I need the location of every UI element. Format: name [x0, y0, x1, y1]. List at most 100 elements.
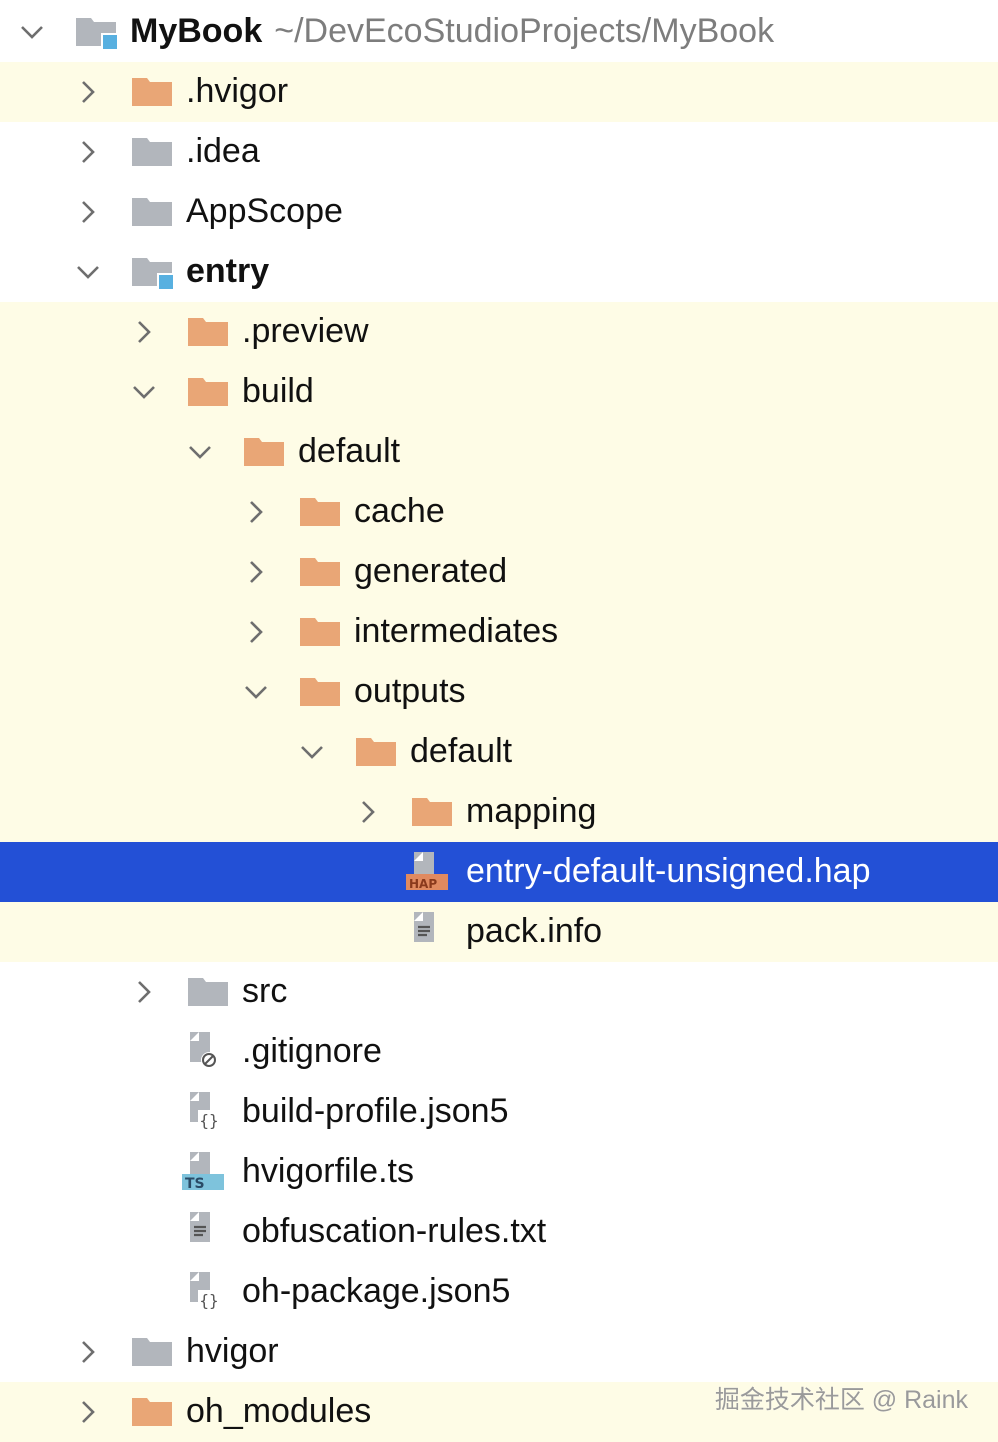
tree-item-label: entry — [186, 251, 269, 291]
item-name: .idea — [186, 132, 260, 170]
chevron-right-icon[interactable] — [130, 318, 158, 346]
tree-item-label: entry-default-unsigned.hap — [466, 851, 871, 891]
tree-row[interactable]: intermediates — [0, 602, 998, 662]
chevron-right-icon[interactable] — [74, 138, 102, 166]
item-name: build-profile.json5 — [242, 1092, 509, 1130]
excluded-folder-icon — [298, 554, 344, 590]
tree-row[interactable]: obfuscation-rules.txt — [0, 1202, 998, 1262]
item-name: .hvigor — [186, 72, 289, 110]
chevron-right-icon[interactable] — [74, 1398, 102, 1426]
item-name: build — [242, 372, 314, 410]
chevron-down-icon[interactable] — [298, 738, 326, 766]
tree-item-label: .hvigor — [186, 71, 288, 111]
chevron-down-icon[interactable] — [186, 438, 214, 466]
excluded-folder-icon — [186, 314, 232, 350]
item-name: intermediates — [354, 612, 559, 650]
item-name: generated — [354, 552, 508, 590]
item-name: hvigorfile.ts — [242, 1152, 414, 1190]
item-name: outputs — [354, 672, 466, 710]
json-file-icon: {} — [180, 1090, 226, 1130]
chevron-down-icon[interactable] — [130, 378, 158, 406]
tree-row[interactable]: MyBook~/DevEcoStudioProjects/MyBook — [0, 2, 998, 62]
excluded-folder-icon — [410, 794, 456, 830]
tree-row[interactable]: hvigor — [0, 1322, 998, 1382]
excluded-folder-icon — [298, 494, 344, 530]
item-name: oh_modules — [186, 1392, 372, 1430]
svg-text:TS: TS — [185, 1176, 205, 1190]
folder-icon — [186, 974, 232, 1010]
chevron-right-icon[interactable] — [354, 798, 382, 826]
tree-row[interactable]: entry — [0, 242, 998, 302]
excluded-folder-icon — [130, 74, 176, 110]
json-file-icon: {} — [180, 1270, 226, 1310]
folder-icon — [130, 134, 176, 170]
tree-row[interactable]: mapping — [0, 782, 998, 842]
tree-item-label: src — [242, 971, 287, 1011]
tree-row[interactable]: .preview — [0, 302, 998, 362]
tree-item-label: build — [242, 371, 314, 411]
excluded-folder-icon — [242, 434, 288, 470]
module-folder-icon — [130, 254, 176, 291]
svg-text:{}: {} — [199, 1291, 218, 1310]
tree-item-label: oh-package.json5 — [242, 1271, 510, 1311]
item-name: entry-default-unsigned.hap — [466, 852, 871, 890]
tree-item-label: .gitignore — [242, 1031, 382, 1071]
tree-row[interactable]: .gitignore — [0, 1022, 998, 1082]
tree-row[interactable]: generated — [0, 542, 998, 602]
tree-row[interactable]: .hvigor — [0, 62, 998, 122]
text-file-icon — [180, 1210, 226, 1246]
chevron-right-icon[interactable] — [242, 618, 270, 646]
chevron-right-icon[interactable] — [242, 558, 270, 586]
chevron-down-icon[interactable] — [18, 18, 46, 46]
chevron-right-icon[interactable] — [130, 978, 158, 1006]
chevron-right-icon[interactable] — [74, 198, 102, 226]
chevron-right-icon[interactable] — [74, 78, 102, 106]
chevron-right-icon[interactable] — [242, 498, 270, 526]
watermark: 掘金技术社区 @ Raink — [714, 1386, 968, 1414]
tree-row[interactable]: TS hvigorfile.ts — [0, 1142, 998, 1202]
tree-item-label: default — [410, 731, 512, 771]
item-name: pack.info — [466, 912, 603, 950]
ignore-file-icon — [180, 1030, 226, 1068]
chevron-right-icon[interactable] — [74, 1338, 102, 1366]
tree-row[interactable]: build — [0, 362, 998, 422]
module-folder-icon — [74, 14, 120, 51]
tree-row[interactable]: default — [0, 422, 998, 482]
tree-row[interactable]: oh_modules — [0, 1382, 998, 1442]
tree-item-label: hvigor — [186, 1331, 279, 1371]
item-name: default — [410, 732, 513, 770]
item-name: entry — [186, 252, 270, 290]
tree-row[interactable]: outputs — [0, 662, 998, 722]
item-name: AppScope — [186, 192, 343, 230]
tree-row[interactable]: {} build-profile.json5 — [0, 1082, 998, 1142]
item-name: cache — [354, 492, 445, 530]
tree-row[interactable]: .idea — [0, 122, 998, 182]
item-name: MyBook — [130, 12, 263, 50]
tree-item-label: cache — [354, 491, 445, 531]
excluded-folder-icon — [298, 614, 344, 650]
tree-item-label: intermediates — [354, 611, 558, 651]
item-name: src — [242, 972, 288, 1010]
folder-icon — [130, 194, 176, 230]
tree-item-label: .preview — [242, 311, 369, 351]
chevron-down-icon[interactable] — [74, 258, 102, 286]
item-name: oh-package.json5 — [242, 1272, 511, 1310]
tree-item-label: outputs — [354, 671, 466, 711]
tree-item-label: oh_modules — [186, 1391, 371, 1431]
tree-item-label: pack.info — [466, 911, 602, 951]
item-name: .gitignore — [242, 1032, 382, 1070]
tree-row[interactable]: src — [0, 962, 998, 1022]
tree-item-label: generated — [354, 551, 507, 591]
tree-row[interactable]: AppScope — [0, 182, 998, 242]
tree-row[interactable]: pack.info — [0, 902, 998, 962]
excluded-folder-icon — [354, 734, 400, 770]
item-name: .preview — [242, 312, 369, 350]
ts-file-icon: TS — [180, 1150, 226, 1192]
tree-row[interactable]: default — [0, 722, 998, 782]
chevron-down-icon[interactable] — [242, 678, 270, 706]
tree-row[interactable]: cache — [0, 482, 998, 542]
tree-row[interactable]: {} oh-package.json5 — [0, 1262, 998, 1322]
text-file-icon — [404, 910, 450, 946]
